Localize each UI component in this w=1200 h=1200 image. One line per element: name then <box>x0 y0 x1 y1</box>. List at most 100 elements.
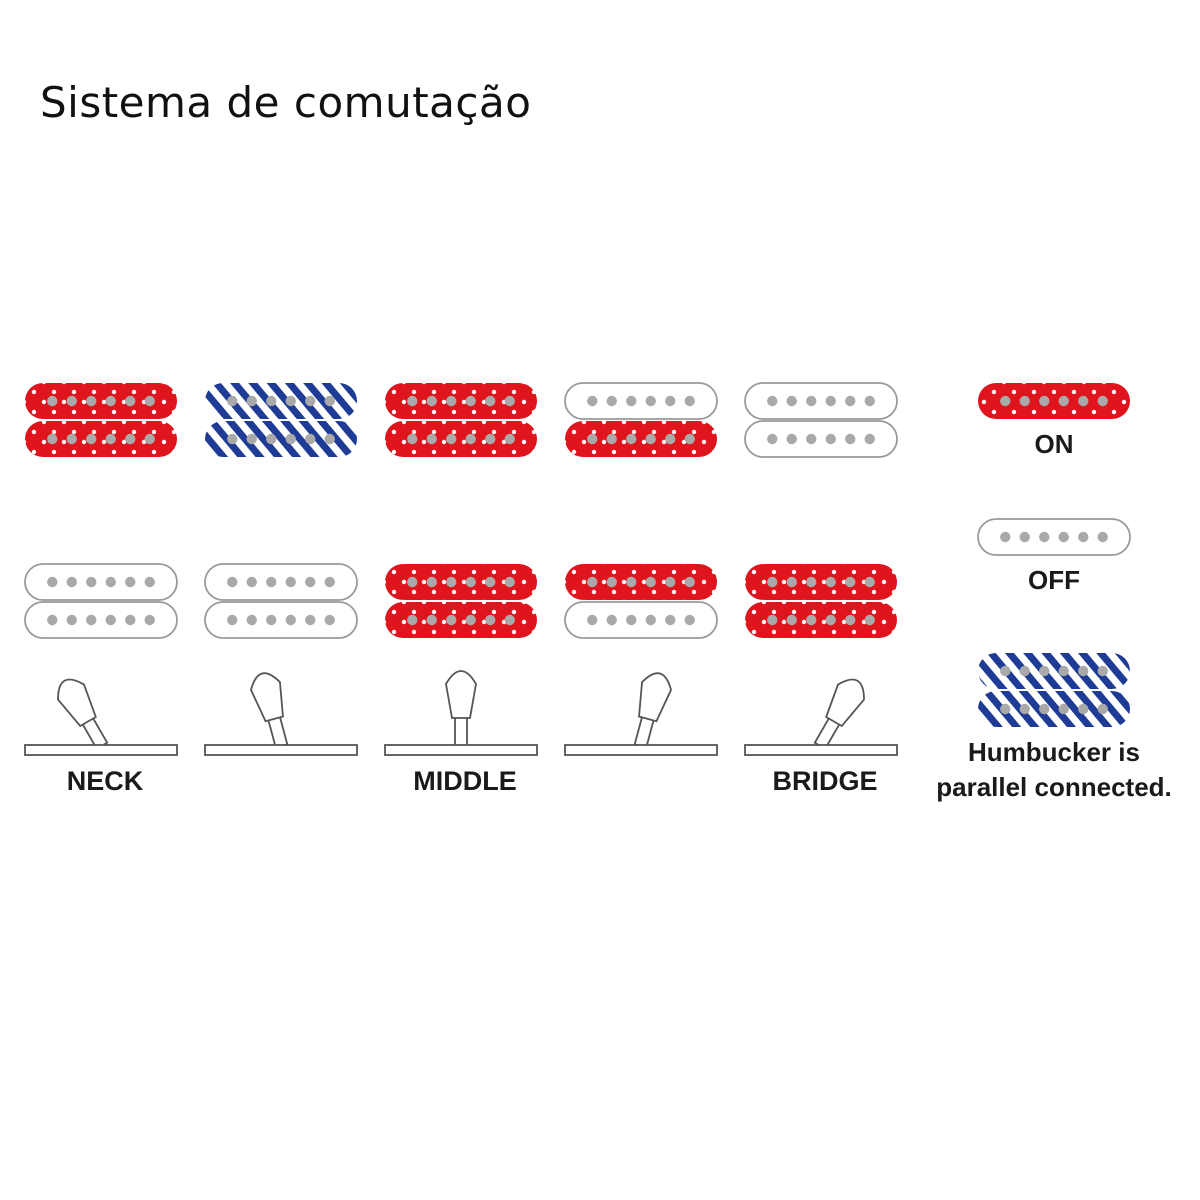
switch-plate <box>564 744 718 756</box>
pole-piece <box>144 614 155 626</box>
pole-piece <box>86 433 97 445</box>
pole-piece <box>246 576 257 588</box>
switch-lever <box>813 678 865 750</box>
pole-piece <box>864 614 875 626</box>
coil-body <box>385 564 537 600</box>
pole-piece <box>305 576 316 588</box>
pole-piece <box>446 614 457 626</box>
pole-piece <box>285 614 296 626</box>
bottom-humbucker <box>564 564 718 639</box>
top-humbucker <box>744 382 898 458</box>
pole-piece <box>645 395 656 407</box>
pole-piece <box>105 576 116 588</box>
pole-piece <box>285 433 296 445</box>
lever-cap <box>825 678 865 728</box>
pole-piece <box>105 614 116 626</box>
pole-piece <box>1019 703 1030 715</box>
pole-piece <box>324 614 335 626</box>
pole-piece <box>825 614 836 626</box>
switch-lever <box>57 678 109 750</box>
pole-piece <box>144 395 155 407</box>
pole-piece <box>626 433 637 445</box>
pole-piece <box>1058 665 1069 677</box>
coil-body <box>744 420 898 458</box>
legend-parallel-label-1: Humbucker is <box>968 737 1140 767</box>
pole-piece <box>1019 531 1030 543</box>
pole-piece <box>1019 395 1030 407</box>
pole-piece <box>86 576 97 588</box>
pole-piece <box>684 395 695 407</box>
coil-body <box>744 382 898 420</box>
pole-piece <box>665 576 676 588</box>
pole-piece <box>446 395 457 407</box>
pole-piece <box>47 433 58 445</box>
coil-body <box>385 602 537 638</box>
pole-piece <box>266 614 277 626</box>
pole-piece <box>285 576 296 588</box>
pole-piece <box>227 395 238 407</box>
pole-piece <box>864 433 875 445</box>
pole-piece <box>504 433 515 445</box>
pole-piece <box>1039 531 1050 543</box>
coil-top <box>385 564 537 600</box>
coil-body <box>205 383 357 419</box>
pole-piece <box>407 576 418 588</box>
coil-top <box>745 564 897 600</box>
pole-piece <box>47 576 58 588</box>
switch-lever <box>250 672 289 749</box>
pole-piece <box>407 433 418 445</box>
coil-body <box>565 421 717 457</box>
pole-piece <box>845 433 856 445</box>
pole-piece <box>645 614 656 626</box>
coil-body <box>564 601 718 639</box>
coil-top <box>385 383 537 419</box>
switch-lever <box>445 670 477 747</box>
pole-piece <box>1097 531 1108 543</box>
pole-piece <box>587 433 598 445</box>
pole-piece <box>504 395 515 407</box>
pole-piece <box>786 576 797 588</box>
legend-on: ON <box>978 383 1130 459</box>
pole-piece <box>806 395 817 407</box>
switch-position: NECK <box>24 383 178 796</box>
pole-piece <box>767 433 778 445</box>
pole-piece <box>1078 531 1089 543</box>
pole-piece <box>1019 665 1030 677</box>
pole-piece <box>665 614 676 626</box>
pole-piece <box>504 614 515 626</box>
pole-piece <box>645 433 656 445</box>
legend-parallel-coil-bottom <box>978 691 1130 727</box>
lever-cap <box>57 678 97 728</box>
coil-body <box>205 421 357 457</box>
pole-piece <box>227 614 238 626</box>
pole-piece <box>1039 703 1050 715</box>
position-label: NECK <box>67 766 144 796</box>
pole-piece <box>485 614 496 626</box>
pole-piece <box>825 433 836 445</box>
pole-piece <box>786 614 797 626</box>
pole-piece <box>66 433 77 445</box>
bottom-humbucker <box>745 564 897 638</box>
pole-piece <box>246 395 257 407</box>
coil-body <box>978 691 1130 727</box>
lever-cap <box>250 672 284 723</box>
selector-switch <box>24 678 178 756</box>
pole-piece <box>806 433 817 445</box>
pole-piece <box>66 614 77 626</box>
coil-bottom <box>24 601 178 639</box>
coil-top <box>564 382 718 420</box>
coil-bottom <box>565 421 717 457</box>
coil-top <box>744 382 898 420</box>
coil-body <box>978 653 1130 689</box>
legend-off-coil <box>977 518 1131 556</box>
pole-piece <box>626 576 637 588</box>
pole-piece <box>845 614 856 626</box>
pole-piece <box>125 433 136 445</box>
pole-piece <box>47 614 58 626</box>
pole-piece <box>684 576 695 588</box>
pole-piece <box>105 395 116 407</box>
pole-piece <box>1058 531 1069 543</box>
selector-switch <box>204 672 358 756</box>
pole-piece <box>665 395 676 407</box>
